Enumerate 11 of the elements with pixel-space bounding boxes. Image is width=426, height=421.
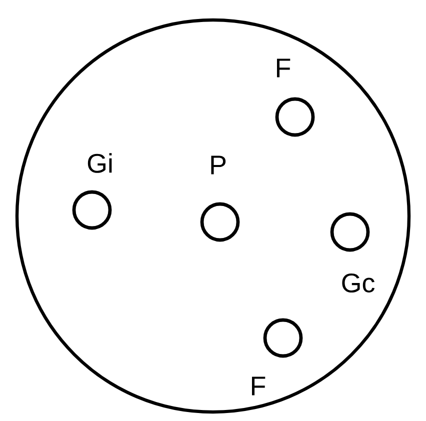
node-label: P xyxy=(211,156,226,174)
node-label: F xyxy=(252,376,266,396)
labeled-ring: F xyxy=(252,318,303,396)
labeled-ring: F xyxy=(275,58,315,137)
node-label: Gc xyxy=(342,273,374,293)
labeled-ring: Gi xyxy=(72,153,112,230)
node-label: Gi xyxy=(88,153,112,173)
node-label: F xyxy=(276,58,290,78)
labeled-ring: Gc xyxy=(330,212,374,293)
labeled-ring: P xyxy=(200,156,240,242)
outer-circle xyxy=(15,18,411,414)
